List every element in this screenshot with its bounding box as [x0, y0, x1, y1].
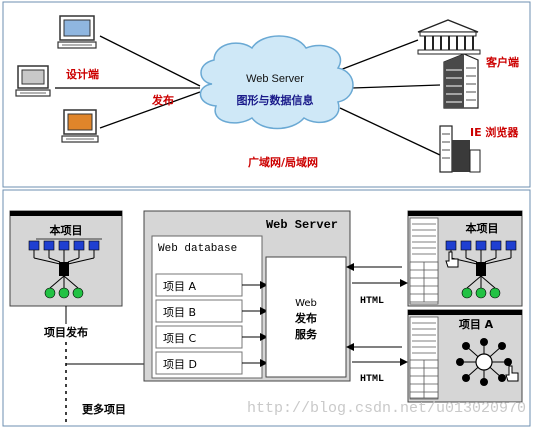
right-projecta-title: 项目 A — [459, 318, 494, 331]
service-label-3: 服务 — [295, 327, 318, 341]
top-connection-lines — [55, 35, 441, 156]
computer-bottom-icon — [61, 109, 99, 143]
database-arrowheads — [260, 281, 268, 367]
computer-left-icon — [15, 65, 51, 97]
html-arrows — [352, 266, 402, 363]
browser-label: IE 浏览器 — [470, 125, 519, 139]
left-project-tree — [28, 240, 100, 299]
html-label-top: HTML — [360, 296, 384, 307]
hand-cursor-icon — [505, 365, 519, 382]
publish-label: 发布 — [151, 93, 174, 107]
factory-tower-icon — [439, 125, 481, 173]
client-label: 客户端 — [485, 55, 519, 69]
html-label-bottom: HTML — [360, 374, 384, 385]
hand-cursor-icon — [445, 251, 459, 268]
database-title: Web database — [158, 243, 237, 255]
right-projecta-panel — [407, 309, 523, 403]
watermark-text: http://blog.csdn.net/u013020970 — [247, 400, 526, 417]
database-item-label: 项目 B — [163, 306, 196, 319]
cloud-shape — [199, 35, 354, 130]
more-projects-label: 更多项目 — [82, 402, 126, 416]
right-project-tree — [445, 240, 517, 299]
star-network — [456, 338, 512, 386]
left-project-panel — [9, 210, 123, 307]
database-to-service-arrows — [242, 284, 262, 364]
right-project-title: 本项目 — [466, 221, 499, 235]
computer-top-icon — [57, 15, 97, 49]
building-columns-icon — [417, 19, 481, 55]
left-project-title: 本项目 — [50, 223, 83, 237]
office-tower-icon — [443, 53, 479, 109]
cloud-title: Web Server — [246, 73, 304, 85]
database-item-label: 项目 C — [163, 332, 196, 345]
database-item-label: 项目 A — [163, 280, 196, 293]
database-item-label: 项目 D — [163, 358, 197, 371]
service-label-2: 发布 — [294, 311, 317, 325]
server-title: Web Server — [266, 218, 338, 232]
network-label: 广域网/局域网 — [248, 155, 318, 169]
html-arrowheads — [346, 263, 408, 366]
publish-service-box — [265, 256, 347, 378]
designer-label: 设计端 — [66, 67, 99, 81]
database-items: 项目 A 项目 B 项目 C 项目 D — [155, 273, 243, 375]
service-label-1: Web — [295, 298, 317, 309]
cloud-subtitle: 图形与数据信息 — [237, 93, 314, 107]
publish-project-label: 项目发布 — [44, 325, 88, 339]
